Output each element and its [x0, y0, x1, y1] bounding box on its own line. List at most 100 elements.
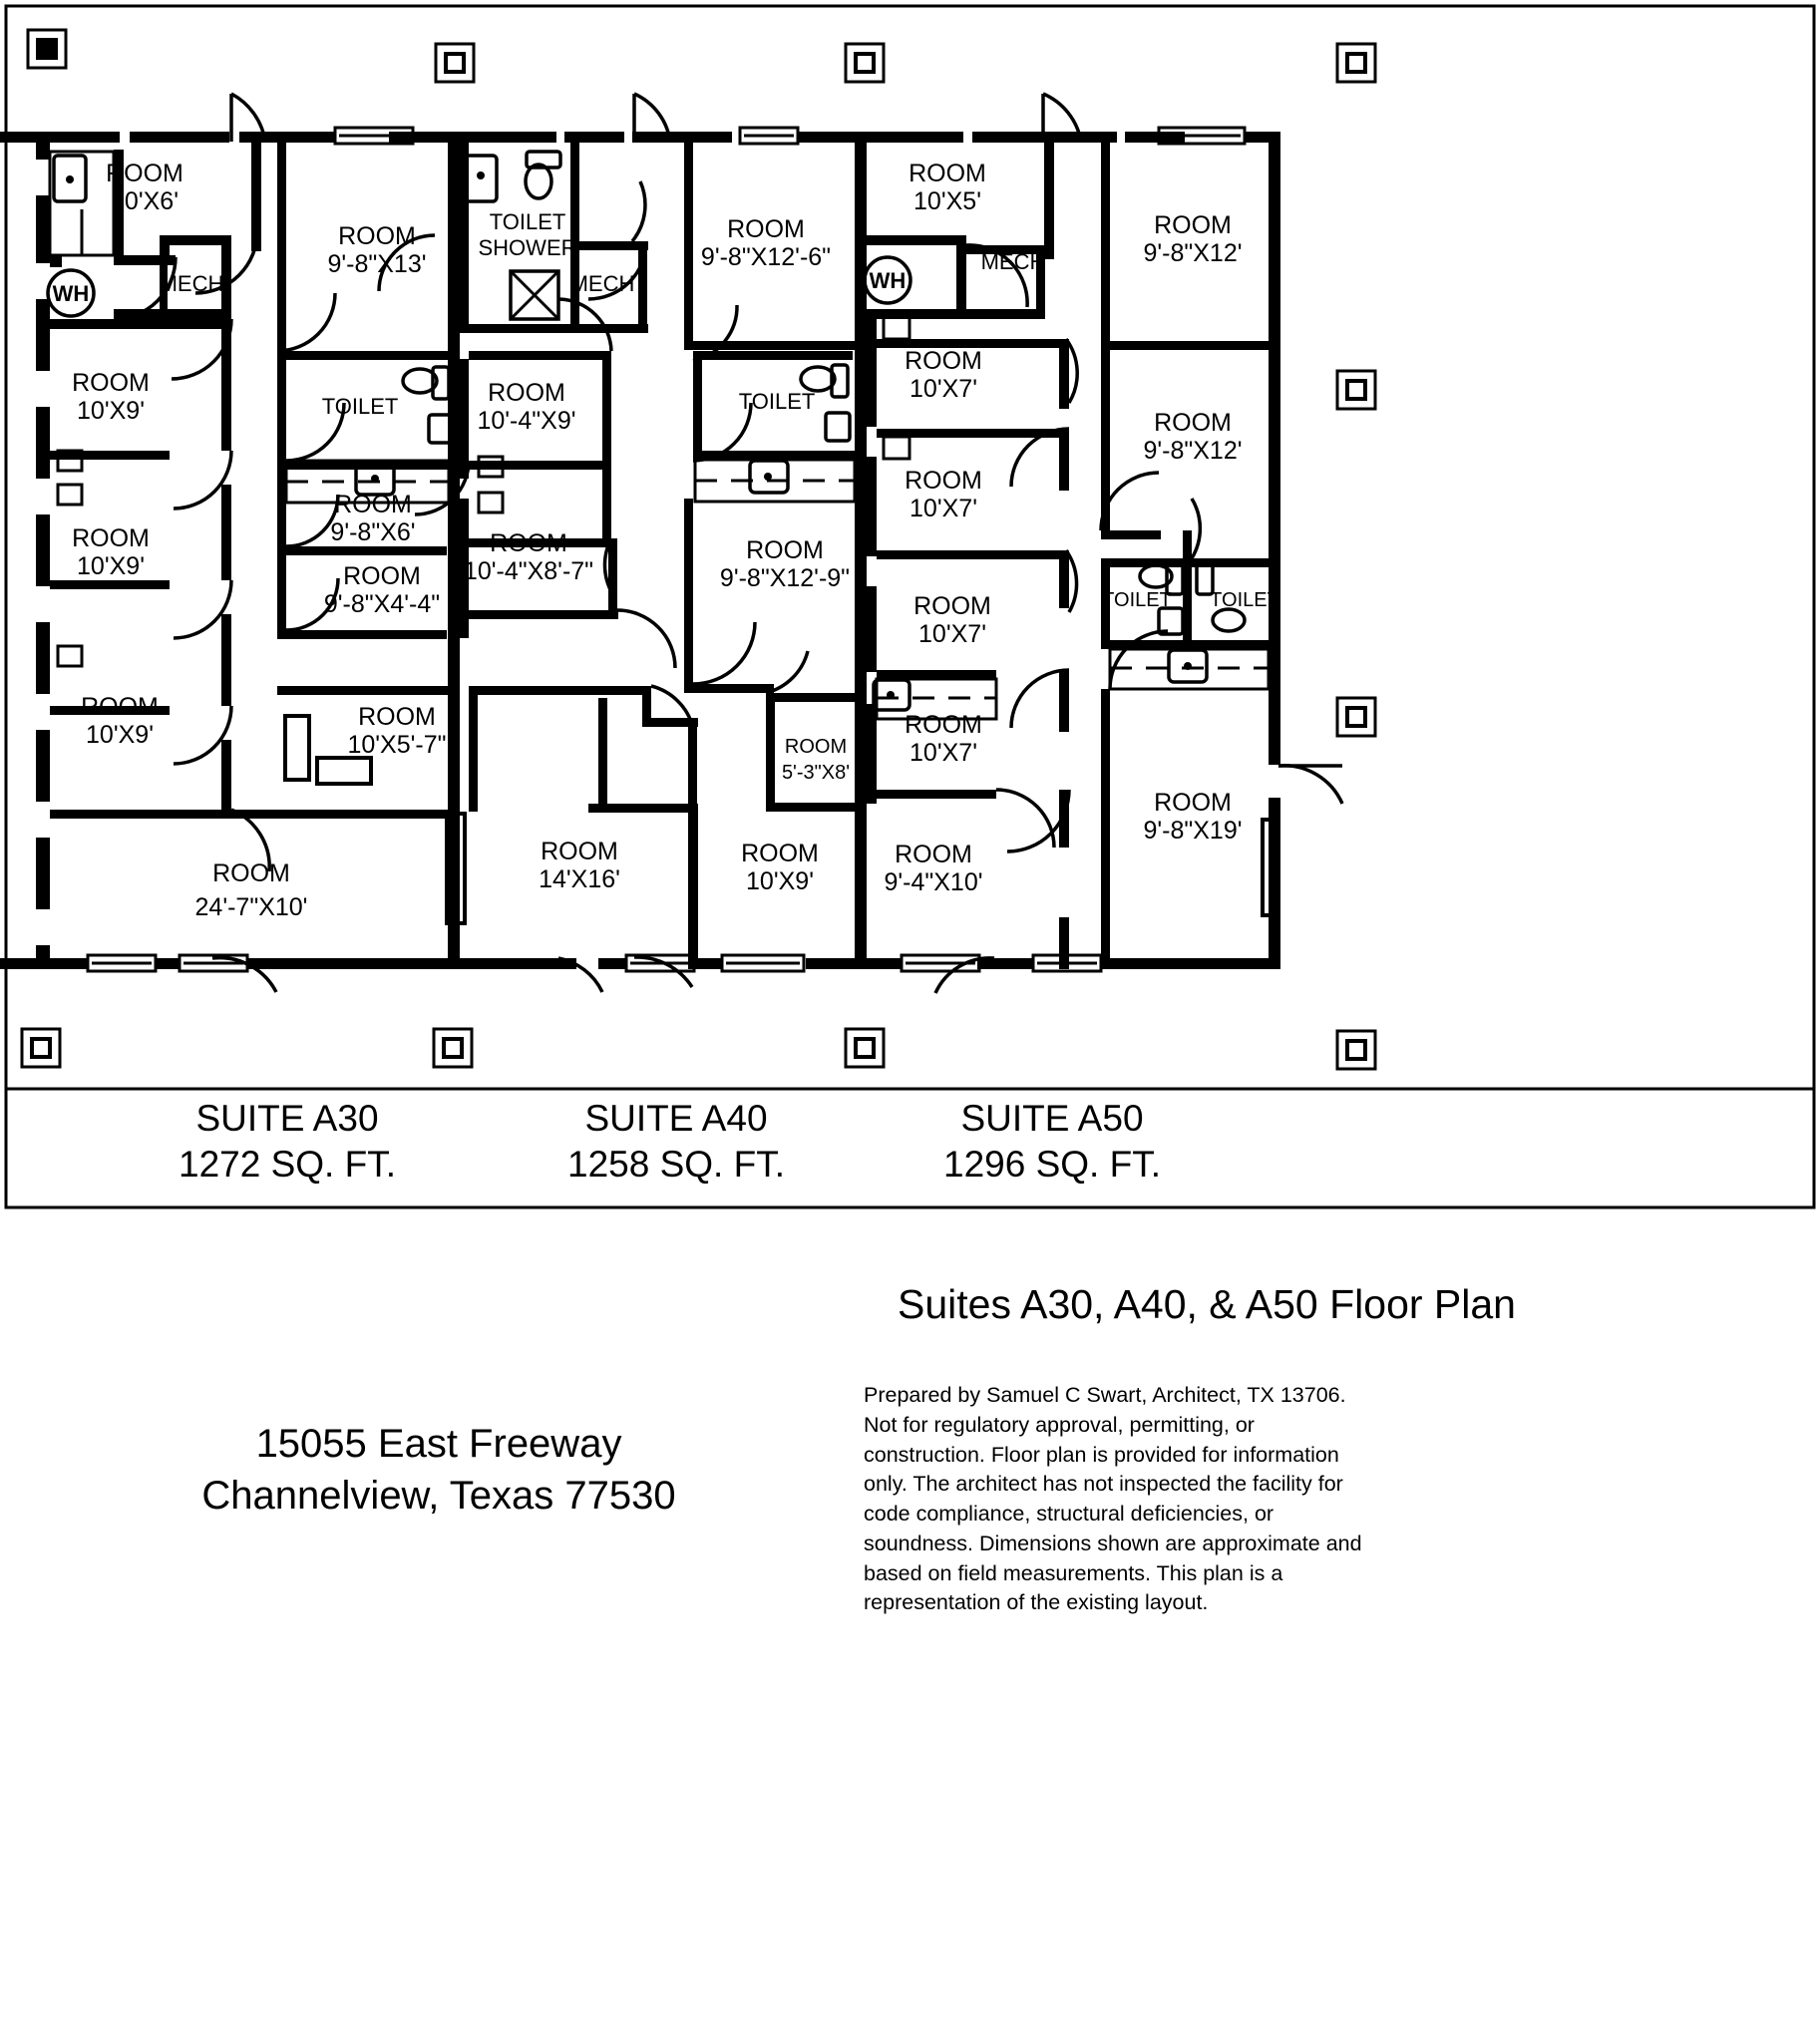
room-dim: 10'-4"X9' — [477, 407, 575, 435]
room-dim: 10'X7' — [910, 739, 977, 767]
room-dim: 10'X9' — [77, 552, 145, 580]
suite-area: 1272 SQ. FT. — [179, 1144, 396, 1185]
room-dim: 10'X5'-7" — [347, 731, 446, 759]
room-dim: 9'-8"X12' — [1143, 239, 1242, 267]
room-dim: 9'-8"X12' — [1143, 437, 1242, 465]
room-dim: 9'-8"X13' — [327, 250, 426, 278]
room-dim: 9'-8"X12'-6" — [701, 243, 831, 271]
room-label: ROOM — [905, 711, 982, 739]
room-dim: 10'X9' — [77, 397, 145, 425]
column-marker — [1335, 1029, 1377, 1071]
disclaimer-line: only. The architect has not inspected th… — [864, 1472, 1343, 1497]
disclaimer-line: based on field measurements. This plan i… — [864, 1560, 1283, 1585]
room-dim: 9'-8"X6' — [330, 518, 415, 546]
room-label: ROOM — [1154, 211, 1232, 239]
room-label: TOILET — [322, 394, 399, 419]
room-dim: 10'X6' — [111, 187, 179, 215]
suite-titles: SUITE A30 1272 SQ. FT. SUITE A40 1258 SQ… — [179, 1098, 1161, 1185]
column-marker — [1335, 42, 1377, 84]
column-marker — [844, 1027, 886, 1069]
room-label: ROOM — [741, 840, 819, 867]
room-label: TOILET — [490, 209, 566, 234]
room-dim: 9'-8"X4'-4" — [324, 590, 440, 618]
room-label: ROOM — [905, 467, 982, 495]
room-dim: 9'-8"X12'-9" — [720, 564, 850, 592]
suite-area: 1296 SQ. FT. — [943, 1144, 1161, 1185]
room-labels: ROOM 10'X6' MECH WH ROOM 10'X9' ROOM 10'… — [46, 160, 1279, 921]
room-label: ROOM — [490, 529, 567, 557]
room-label: ROOM — [334, 491, 412, 518]
room-label: ROOM — [212, 859, 290, 887]
water-heater-icon — [46, 268, 96, 318]
room-label: ROOM — [72, 524, 150, 552]
water-heater-icon — [863, 255, 912, 305]
column-marker — [434, 42, 476, 84]
room-label: ROOM — [81, 693, 159, 721]
column-marker — [1335, 369, 1377, 411]
suite-name: SUITE A50 — [960, 1098, 1143, 1139]
room-label: ROOM — [72, 369, 150, 397]
room-dim: 5'-3"X8' — [782, 762, 850, 784]
room-dim: 14'X16' — [539, 865, 620, 893]
room-dim: 10'X9' — [86, 721, 154, 749]
disclaimer-line: representation of the existing layout. — [864, 1590, 1209, 1615]
room-label: MECH — [160, 271, 224, 296]
room-label: TOILET — [1102, 589, 1172, 611]
door-swings — [113, 92, 1344, 994]
room-dim: 9'-8"X19' — [1143, 817, 1242, 845]
room-label: ROOM — [541, 838, 618, 865]
column-marker — [1335, 696, 1377, 738]
suite-a50-partitions — [867, 126, 1280, 973]
page-title: Suites A30, A40, & A50 Floor Plan — [898, 1281, 1516, 1327]
floor-plan-drawing: ROOM 10'X6' MECH WH ROOM 10'X9' ROOM 10'… — [0, 4, 1816, 1209]
address-line-1: 15055 East Freeway — [255, 1422, 622, 1466]
column-markers — [20, 28, 1377, 1071]
room-label: ROOM — [338, 222, 416, 250]
disclaimer-line: Prepared by Samuel C Swart, Architect, T… — [864, 1383, 1346, 1407]
room-label: TOILET — [1210, 589, 1279, 611]
suite-name: SUITE A30 — [195, 1098, 378, 1139]
address-line-2: Channelview, Texas 77530 — [201, 1474, 676, 1518]
room-label: ROOM — [1154, 789, 1232, 817]
room-label: ROOM — [1154, 409, 1232, 437]
column-marker — [432, 1027, 474, 1069]
room-label: ROOM — [746, 536, 824, 564]
room-dim: 10'X7' — [910, 495, 977, 522]
suite-area: 1258 SQ. FT. — [567, 1144, 785, 1185]
room-label: ROOM — [343, 562, 421, 590]
disclaimer-line: code compliance, structural deficiencies… — [864, 1502, 1274, 1527]
wh-label: WH — [53, 281, 90, 306]
suite-a30-partitions — [48, 126, 505, 973]
room-label: MECH — [570, 271, 635, 296]
room-dim: 24'-7"X10' — [195, 893, 308, 921]
room-dim: 10'-4"X8'-7" — [464, 557, 593, 585]
room-label: ROOM — [727, 215, 805, 243]
room-dim: 10'X9' — [746, 867, 814, 895]
column-marker — [26, 28, 68, 70]
room-label: MECH — [981, 249, 1046, 274]
room-label: ROOM — [106, 160, 183, 187]
room-label: TOILET — [739, 389, 816, 414]
disclaimer-line: construction. Floor plan is provided for… — [864, 1442, 1339, 1467]
room-label: ROOM — [488, 379, 565, 407]
room-dim: 10'X7' — [910, 375, 977, 403]
sheet-border — [4, 4, 1816, 1209]
suite-a40-partitions — [460, 126, 857, 973]
disclaimer-block: Prepared by Samuel C Swart, Architect, T… — [864, 1381, 1362, 1618]
room-dim: 10'X5' — [913, 187, 981, 215]
room-label: ROOM — [909, 160, 986, 187]
room-dim: 10'X7' — [918, 620, 986, 648]
room-label: ROOM — [358, 703, 436, 731]
column-marker — [844, 42, 886, 84]
room-dim: 9'-4"X10' — [884, 868, 982, 896]
room-label: ROOM — [785, 736, 847, 758]
exterior-walls — [0, 132, 1280, 969]
disclaimer-line: Not for regulatory approval, permitting,… — [864, 1412, 1255, 1437]
disclaimer-line: soundness. Dimensions shown are approxim… — [864, 1531, 1362, 1555]
room-label: ROOM — [905, 347, 982, 375]
column-marker — [20, 1027, 62, 1069]
room-label: ROOM — [895, 841, 972, 868]
address-block: 15055 East Freeway Channelview, Texas 77… — [110, 1418, 768, 1522]
suite-name: SUITE A40 — [584, 1098, 767, 1139]
wh-label: WH — [870, 268, 907, 293]
